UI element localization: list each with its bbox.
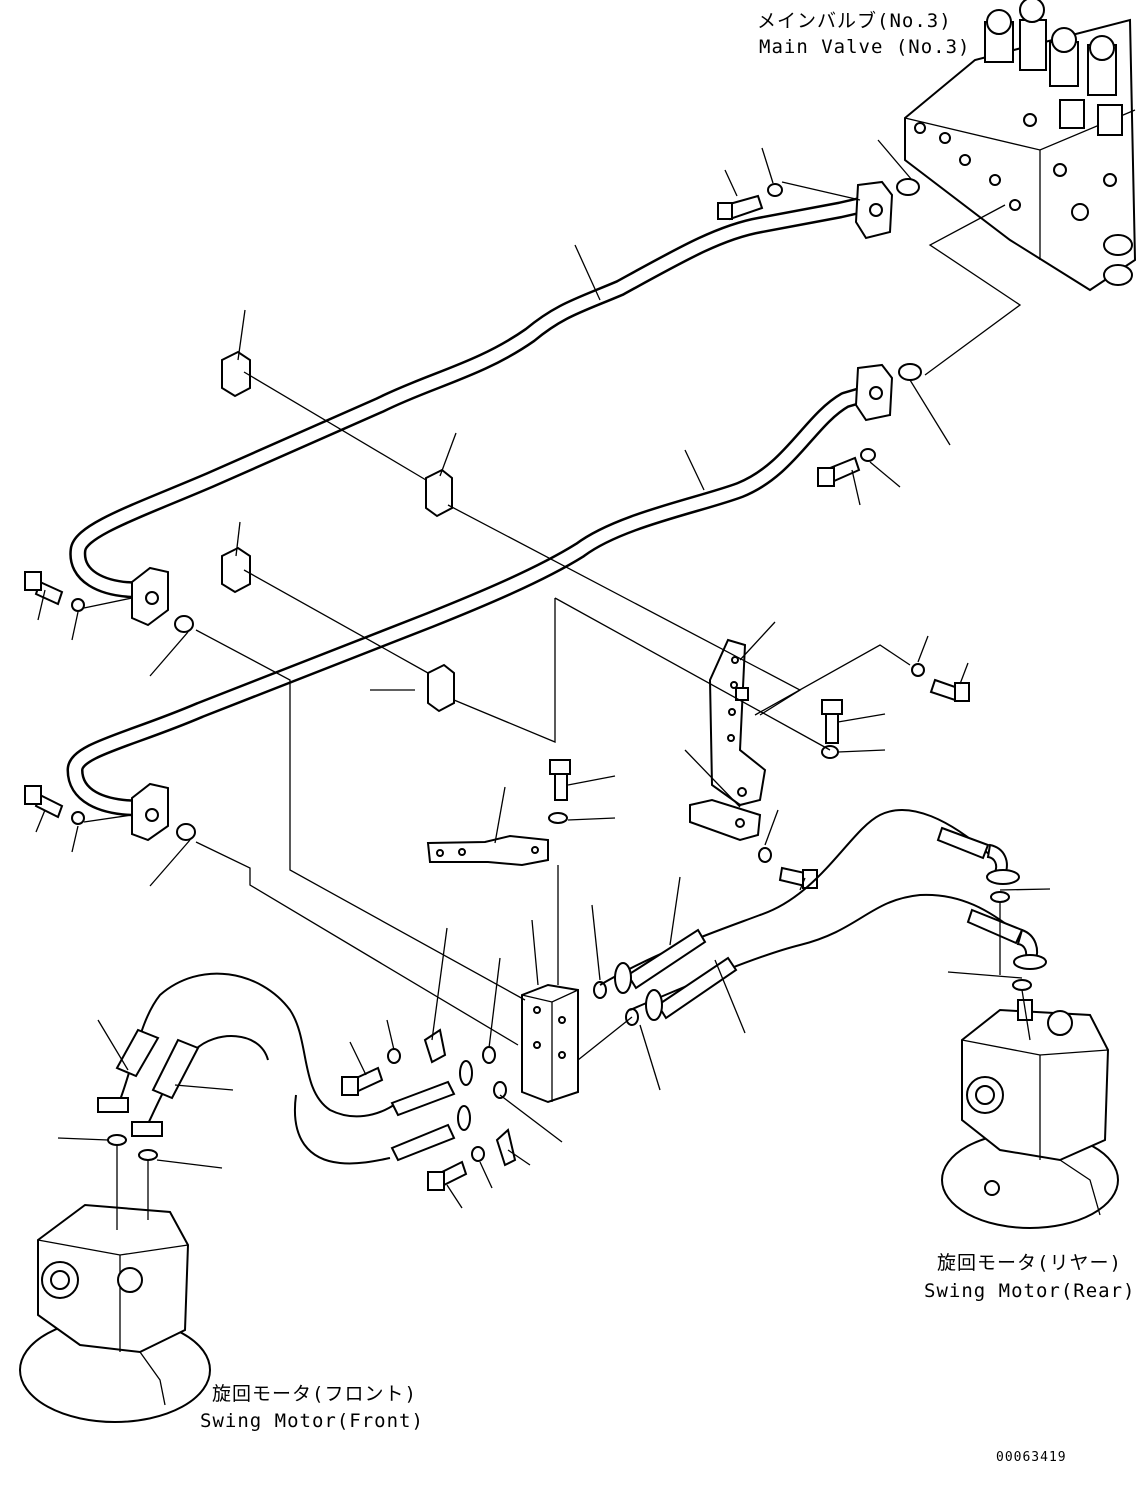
junction-block (521, 983, 579, 1104)
swing-motor-front (19, 1203, 211, 1423)
o-rings (107, 178, 1032, 1161)
swing-motor-rear-label-jp: 旋回モータ(リヤー) (937, 1252, 1122, 1274)
main-valve-label-en: Main Valve (No.3) (759, 36, 970, 58)
swing-motor-rear-label-en: Swing Motor(Rear) (924, 1280, 1135, 1302)
mounting-brackets (426, 638, 767, 867)
bolts-and-washers (24, 183, 970, 1191)
swing-motor-front-label-en: Swing Motor(Front) (200, 1410, 424, 1432)
swing-motor-front-label-jp: 旋回モータ(フロント) (212, 1383, 417, 1405)
drawing-number: 00063419 (996, 1450, 1067, 1465)
pipe-clamps (221, 350, 517, 1167)
leader-lines (35, 139, 1051, 1230)
main-valve (904, 0, 1137, 292)
pipe-flanges (131, 180, 894, 842)
swing-motor-rear (941, 999, 1119, 1229)
main-valve-label-jp: メインバルブ(No.3) (757, 9, 952, 32)
